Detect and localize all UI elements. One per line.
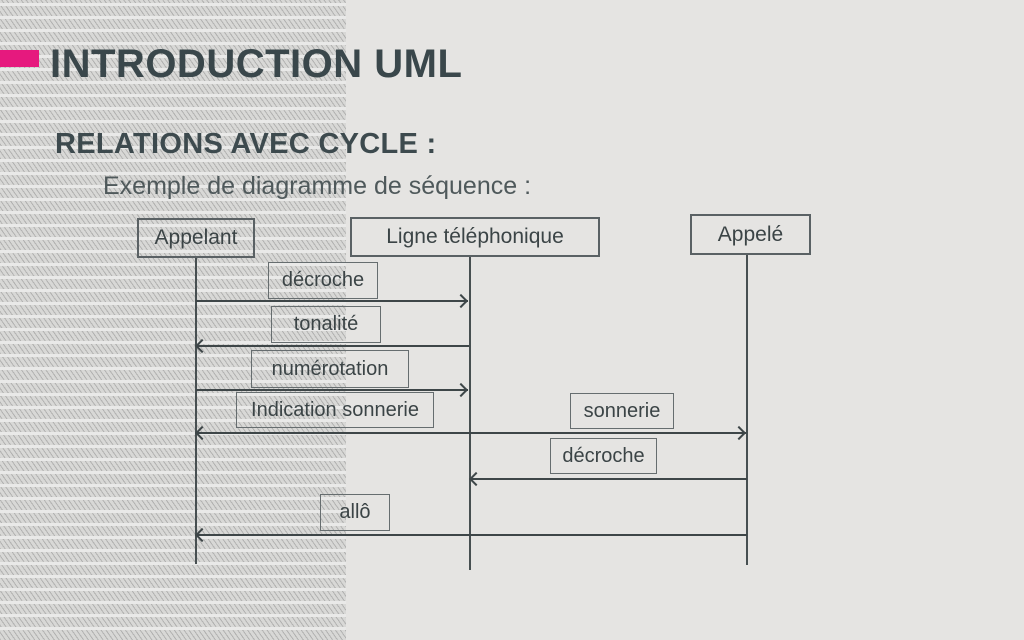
- section-heading: RELATIONS AVEC CYCLE :: [55, 128, 437, 160]
- message-arrow-sonnerie: [197, 432, 746, 434]
- actor-label: Ligne téléphonique: [386, 225, 564, 248]
- lifeline-ligne-telephonique: [469, 257, 471, 570]
- diagram-caption: Exemple de diagramme de séquence :: [103, 172, 532, 200]
- arrowhead-right-icon: [453, 382, 469, 398]
- message-label: allô: [339, 501, 371, 523]
- message-label: sonnerie: [583, 399, 661, 422]
- lifeline-appelant: [195, 258, 197, 564]
- slide-title: INTRODUCTION UML: [50, 42, 463, 86]
- message-arrow-decroche-2: [471, 478, 747, 480]
- message-label: numérotation: [271, 357, 389, 380]
- message-label-box: décroche: [268, 262, 378, 299]
- message-label-box: décroche: [550, 438, 657, 474]
- hatch-texture-band: [0, 0, 346, 640]
- message-label: Indication sonnerie: [251, 398, 419, 421]
- arrowhead-right-icon: [731, 425, 747, 441]
- actor-label: Appelé: [717, 222, 784, 246]
- message-arrow-tonalite: [197, 345, 469, 347]
- message-label: tonalité: [293, 313, 359, 335]
- title-accent-bar: [0, 50, 39, 67]
- message-arrow-decroche-1: [196, 300, 468, 302]
- message-label-box: tonalité: [271, 306, 381, 343]
- arrowhead-left-icon: [468, 471, 484, 487]
- actor-label: Appelant: [154, 226, 238, 249]
- lifeline-appele: [746, 255, 748, 565]
- arrowhead-right-icon: [453, 293, 469, 309]
- message-arrow-allo: [197, 534, 747, 536]
- message-arrow-numerotation: [196, 389, 468, 391]
- message-label-box: sonnerie: [570, 393, 674, 429]
- message-label-box: Indication sonnerie: [236, 392, 434, 428]
- message-label: décroche: [562, 444, 645, 467]
- message-label-box: allô: [320, 494, 390, 531]
- actor-box-ligne-telephonique: Ligne téléphonique: [350, 217, 600, 257]
- message-label: décroche: [281, 269, 365, 291]
- actor-box-appele: Appelé: [690, 214, 811, 255]
- message-label-box: numérotation: [251, 350, 409, 388]
- actor-box-appelant: Appelant: [137, 218, 255, 258]
